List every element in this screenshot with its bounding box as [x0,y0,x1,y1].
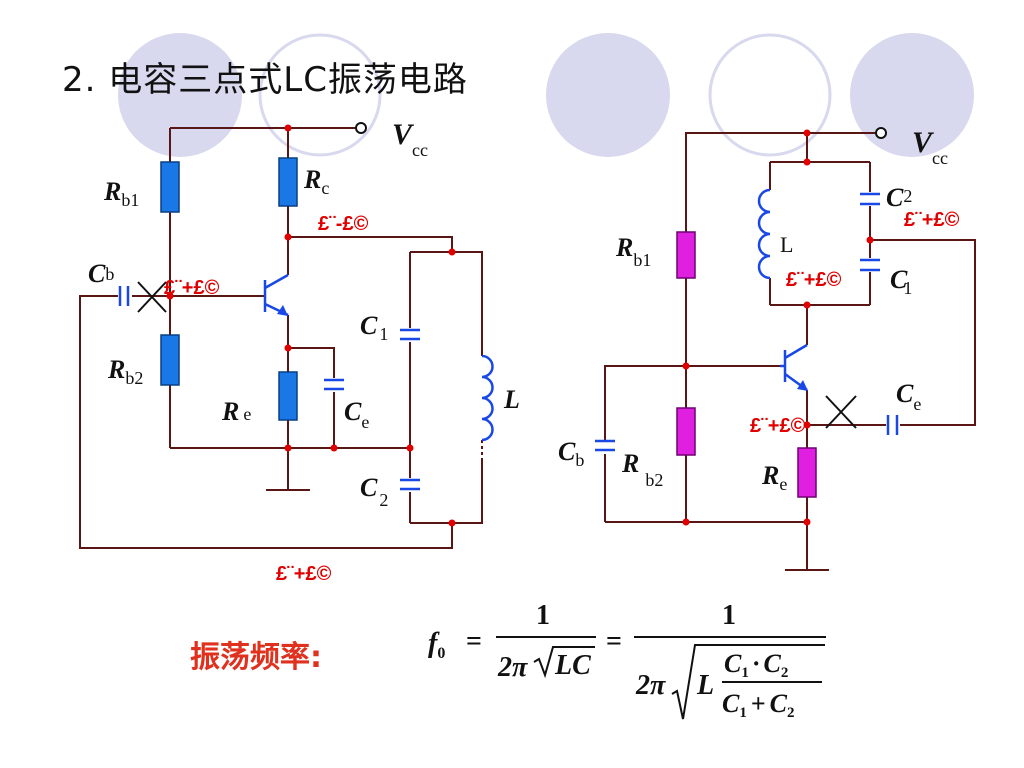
left-break-mark [137,281,167,313]
formula-sqrt-1 [533,646,595,679]
left-circuit [79,127,483,549]
right-l-label: L [780,232,793,257]
right-c1-capacitor [860,258,880,272]
right-ce-capacitor [886,415,899,435]
deco-circle-1 [118,33,242,157]
right-ce-label: Ce [896,379,921,414]
left-inductor [481,354,494,442]
left-rc-label: Rc [303,165,329,198]
left-mark-plus-base: £¨+£© [164,277,220,299]
left-c2-capacitor [400,478,420,491]
left-re-resistor [278,371,298,421]
deco-circle-3 [546,33,670,157]
formula-two-pi-1: 2π [497,652,528,683]
right-re-resistor [797,447,817,498]
right-mark-plus-c2: £¨+£© [904,209,960,231]
left-emitter-arrow [277,305,288,316]
right-emitter-arrow [797,380,808,391]
formula-c1c2-product: C1·C2 [724,649,788,681]
formula-numerator-2: 1 [722,600,736,631]
right-nodes [682,129,874,526]
right-c2-label: C2 [886,183,912,212]
formula-equals-1: = [466,626,482,657]
right-inductor [757,188,771,280]
right-re-label: Re [761,461,787,494]
left-ce-label: Ce [344,397,369,432]
formula-c1c2-sum: C1+C2 [722,689,795,721]
right-circuit [604,132,976,571]
right-mark-plus-e: £¨+£© [750,415,806,437]
formula-two-pi-2: 2π [635,670,666,701]
right-cb-capacitor [595,439,615,452]
left-l-label: L [503,385,520,414]
right-vcc-label: Vcc [912,126,948,168]
left-vcc-terminal [355,122,367,134]
right-c1-label: C1 [890,265,912,298]
right-vcc-terminal [875,127,887,139]
formula-equals-2: = [606,626,622,657]
left-rb1-label: Rb1 [103,177,139,210]
formula-numerator-1: 1 [536,600,550,631]
left-nodes [166,124,456,527]
right-break-mark [825,395,857,429]
left-cb-label: Cb [88,259,114,288]
frequency-formula: f0 = 1 2π LC = 1 2π L C1·C2 C1+C2 [428,600,826,721]
right-rb1-label: Rb1 [615,233,651,270]
deco-circle-4 [708,33,832,157]
frequency-label: 振荡频率: [190,640,322,675]
right-mark-plus-l: £¨+£© [786,269,842,291]
decorative-circles [118,33,974,157]
right-cb-label: Cb [558,437,584,470]
left-ce-capacitor [324,378,344,391]
deco-circle-5 [850,33,974,157]
formula-l: L [696,670,714,701]
right-rb1-resistor [676,231,696,279]
deco-circle-2 [258,33,382,157]
formula-sqrt-2 [671,644,825,720]
left-c1-capacitor [400,328,420,341]
left-rb2-label: Rb2 [107,355,143,388]
slide-title: 2. 电容三点式LC振荡电路 [62,60,468,100]
left-vcc-label: Vcc [392,118,428,160]
left-rc-resistor [278,157,298,207]
left-mark-minus: £¨-£© [318,213,369,235]
formula-f0: f0 [428,628,445,662]
right-rb2-label: Rb2 [621,449,663,490]
left-cb-capacitor [118,286,130,306]
left-mark-plus-bottom: £¨+£© [276,563,332,585]
right-rb2-resistor [676,407,696,456]
right-c2-capacitor [860,192,880,206]
left-rb2-resistor [160,334,180,386]
formula-lc: LC [554,650,591,681]
left-rb1-resistor [160,161,180,213]
